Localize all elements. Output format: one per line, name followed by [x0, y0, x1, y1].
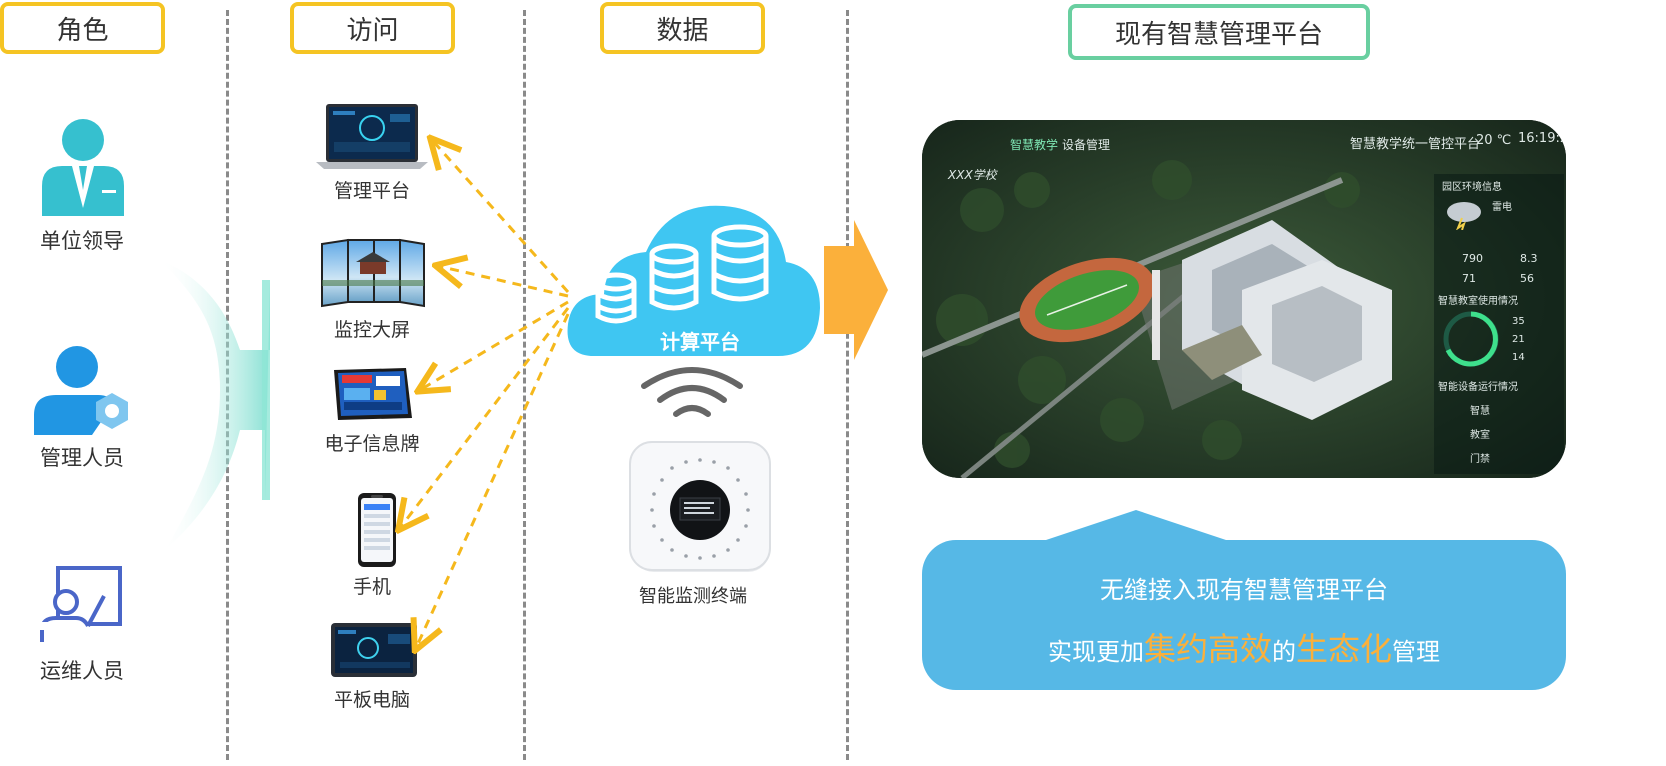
device-label: 平板电脑 [333, 689, 410, 711]
callout-line1: 无缝接入现有智慧管理平台 [1100, 576, 1388, 604]
usage-value: 21 [1512, 334, 1525, 345]
header-roles: 角色 [0, 2, 165, 54]
monitor-terminal-icon [629, 441, 771, 572]
storm-icon [1447, 202, 1481, 230]
database-cloud-icon [567, 205, 820, 356]
platform-screenshot: 智慧教学 设备管理 智慧教学统一管控平台 20 ℃ 16:19:2 XXX学校 … [922, 120, 1566, 478]
usage-value: 14 [1512, 352, 1525, 363]
flow-connector [160, 260, 270, 550]
device-row: 门禁 [1470, 454, 1490, 465]
divider [846, 10, 849, 760]
usage-title: 智慧教室使用情况 [1438, 296, 1518, 307]
info-board-icon [334, 368, 412, 420]
screen-temp: 20 ℃ [1476, 133, 1512, 148]
screen-time: 16:19:2 [1518, 131, 1566, 146]
callout-highlight: 生态化 [1296, 630, 1393, 668]
callout-highlight: 集约高效 [1143, 630, 1272, 668]
divider [523, 10, 526, 760]
wifi-icon [641, 367, 743, 417]
env-value: 71 [1462, 272, 1476, 285]
manager-icon [34, 346, 128, 435]
phone-icon [358, 493, 396, 567]
callout-text: 管理 [1392, 638, 1441, 666]
callout-line2: 实现更加集约高效的生态化管理 [922, 624, 1566, 670]
usage-gauge [1443, 311, 1499, 367]
usage-value: 35 [1512, 316, 1525, 327]
video-wall-icon [321, 238, 425, 308]
weather-text: 雷电 [1492, 202, 1512, 213]
role-label: 管理人员 [40, 446, 124, 470]
terminal-label: 智能监测终端 [639, 586, 747, 607]
device-label: 电子信息牌 [324, 433, 420, 455]
callout-box: 无缝接入现有智慧管理平台 实现更加集约高效的生态化管理 [922, 540, 1566, 690]
device-row: 智慧 [1470, 406, 1490, 417]
role-label: 单位领导 [40, 229, 124, 253]
screen-side-panel [1434, 174, 1564, 474]
env-value: 56 [1520, 272, 1534, 285]
screen-title: 智慧教学统一管控平台 [1350, 137, 1481, 152]
callout-text: 的 [1272, 638, 1296, 666]
laptop-icon [316, 104, 428, 169]
school-name: XXX学校 [948, 168, 997, 182]
device-label: 手机 [352, 576, 391, 598]
leader-icon [42, 119, 124, 216]
device-label: 监控大屏 [333, 319, 410, 341]
env-title: 园区环境信息 [1442, 182, 1502, 193]
maintenance-icon [38, 566, 122, 644]
header-data: 数据 [600, 2, 765, 54]
header-platform: 现有智慧管理平台 [1068, 4, 1370, 60]
screen-tab: 智慧教学 [1010, 138, 1059, 152]
big-arrow-icon [824, 220, 888, 360]
env-value: 790 [1462, 252, 1483, 265]
device-row: 教室 [1470, 430, 1490, 441]
env-value: 8.3 [1520, 252, 1538, 265]
tablet-icon [331, 623, 417, 677]
header-access: 访问 [290, 2, 455, 54]
cloud-label: 计算平台 [660, 330, 740, 354]
screen-tab: 设备管理 [1062, 138, 1111, 152]
device-status-title: 智能设备运行情况 [1438, 382, 1518, 393]
callout-text: 实现更加 [1047, 638, 1144, 666]
device-label: 管理平台 [333, 180, 410, 202]
role-label: 运维人员 [40, 659, 124, 683]
